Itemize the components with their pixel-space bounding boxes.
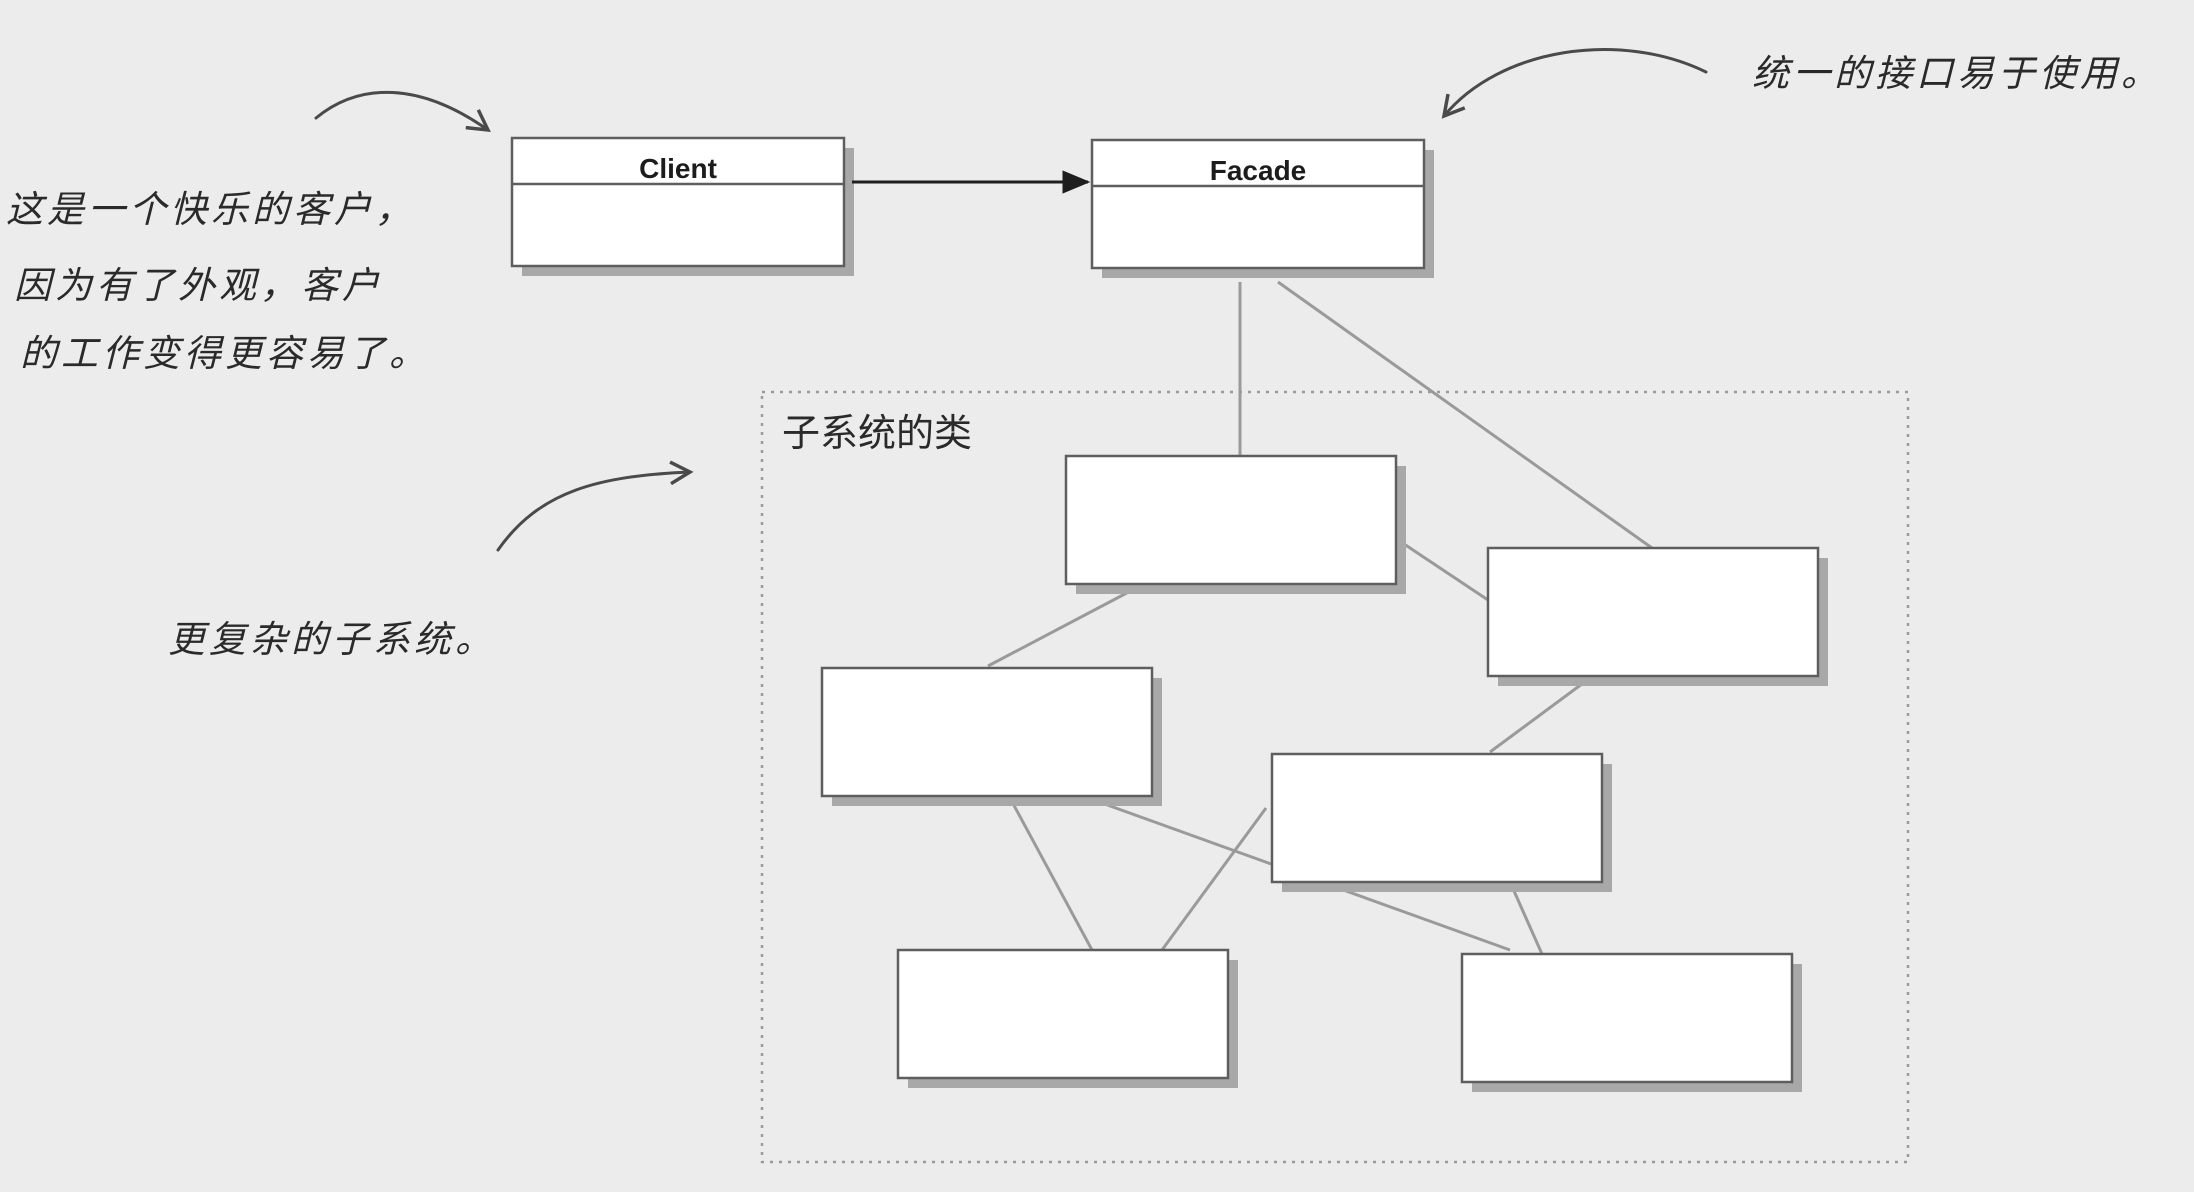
- client-name: Client: [639, 153, 717, 184]
- subsystem-annotation: 更复杂的子系统。: [168, 460, 694, 661]
- subsystem-note: 更复杂的子系统。: [168, 618, 496, 661]
- subsystem-class-4: [1270, 752, 1612, 892]
- subsystem-region: [760, 390, 1910, 1164]
- facade-name: Facade: [1210, 155, 1307, 186]
- subsystem-class-3: [820, 666, 1162, 806]
- subsystem-class-1: [1064, 454, 1406, 594]
- client-note-line-2: 因为有了外观，客户: [14, 264, 383, 307]
- client-note-arrow: [314, 90, 491, 133]
- facade-class: Facade: [1090, 138, 1434, 278]
- facade-to-class-2-link: [1277, 280, 1653, 550]
- class-1-to-class-3-link: [987, 584, 1141, 668]
- class-1-to-class-2-link: [1397, 538, 1489, 602]
- facade-note-arrow: [1441, 48, 1708, 119]
- subsystem-class-2: [1486, 546, 1828, 686]
- class-4-to-class-6-link: [1508, 881, 1544, 955]
- class-2-to-class-4-link: [1489, 676, 1591, 754]
- client-note-line-1: 这是一个快乐的客户，: [6, 188, 416, 231]
- subsystem-class-6: [1460, 952, 1802, 1092]
- subsystem-class-5: [896, 948, 1238, 1088]
- facade-annotation: 统一的接口易于使用。: [1441, 48, 2162, 119]
- client-class: Client: [510, 136, 854, 276]
- client-note-line-3: 的工作变得更容易了。: [20, 332, 430, 375]
- client-annotation: 这是一个快乐的客户， 因为有了外观，客户 的工作变得更容易了。: [6, 90, 491, 375]
- subsystem-title: 子系统的类: [782, 411, 972, 455]
- subsystem-note-arrow: [496, 460, 694, 552]
- facade-note: 统一的接口易于使用。: [1752, 52, 2162, 95]
- class-3-to-class-5-link: [1008, 797, 1094, 951]
- class-4-to-class-5-link: [1160, 807, 1268, 951]
